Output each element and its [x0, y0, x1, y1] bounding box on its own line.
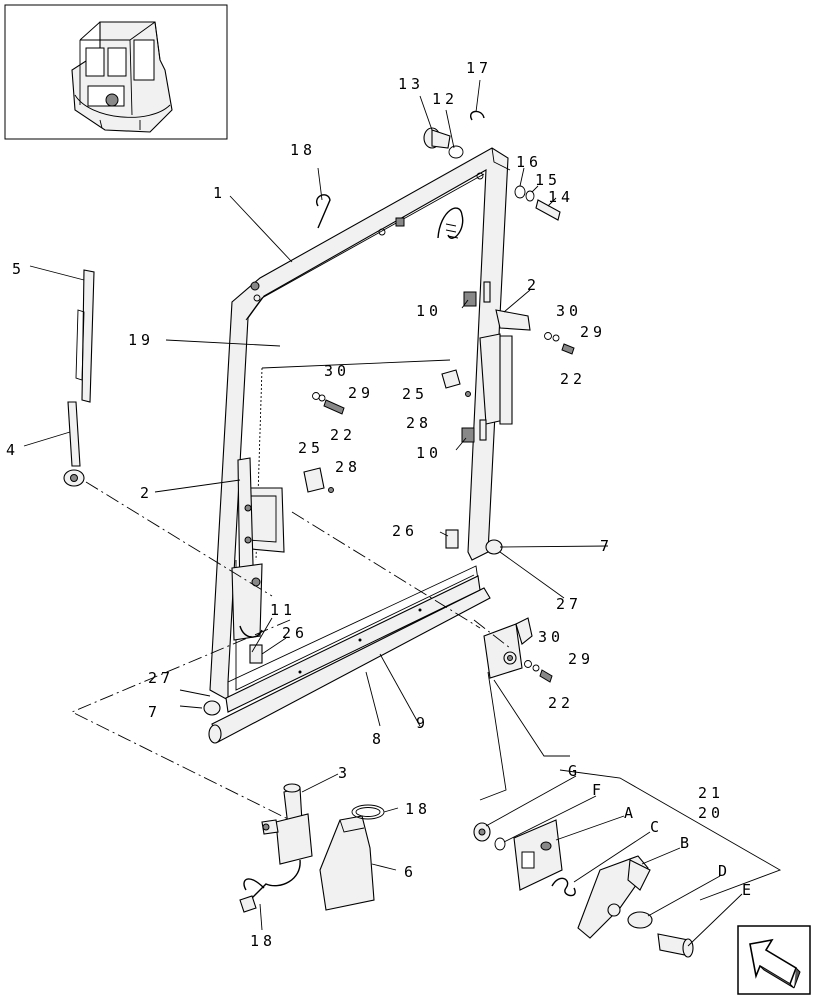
latch-plate [483, 617, 533, 679]
label-9: 9 [416, 714, 429, 732]
wiring-loop [437, 207, 464, 239]
label-2-left: 2 [140, 484, 153, 502]
label-E: E [742, 881, 755, 899]
leader-lines [23, 79, 743, 947]
label-12: 12 [432, 90, 458, 108]
roller-7-upper [485, 539, 503, 555]
label-27-b: 27 [148, 669, 174, 687]
label-25-b: 25 [298, 439, 324, 457]
label-10-lower: 10 [416, 444, 442, 462]
clip-10-upper [463, 281, 491, 307]
label-18-top: 18 [290, 141, 316, 159]
label-27-a: 27 [556, 595, 582, 613]
label-C: C [650, 818, 663, 836]
clip-10-lower [461, 419, 487, 443]
label-13: 13 [398, 75, 424, 93]
lock-bracket-left [231, 563, 263, 641]
label-26-a: 26 [392, 522, 418, 540]
block-25-lower [303, 467, 325, 493]
hinge-pin [423, 110, 485, 159]
label-20: 20 [698, 804, 724, 822]
label-8: 8 [372, 730, 385, 748]
label-19: 19 [128, 331, 154, 349]
label-18-clamp: 18 [405, 800, 431, 818]
label-11: 11 [270, 601, 296, 619]
bolt-top-right [514, 185, 561, 221]
label-4: 4 [6, 441, 19, 459]
label-28-b: 28 [335, 458, 361, 476]
label-A: A [624, 804, 637, 822]
label-22-a: 22 [560, 370, 586, 388]
plate-26-upper [445, 529, 459, 549]
clip-18-top [316, 194, 331, 229]
plate-26-lower [249, 644, 263, 664]
motor-actuator [239, 783, 313, 913]
label-29-b: 29 [348, 384, 374, 402]
label-7-lower: 7 [148, 703, 161, 721]
label-6: 6 [404, 863, 417, 881]
screws [312, 332, 575, 683]
label-26-b: 26 [282, 624, 308, 642]
label-28-a: 28 [406, 414, 432, 432]
label-5: 5 [12, 260, 25, 278]
label-G: G [568, 762, 581, 780]
alignment-lines [70, 481, 782, 901]
label-22-c: 22 [548, 694, 574, 712]
label-16: 16 [516, 153, 542, 171]
navigation-arrow-icon[interactable] [737, 925, 811, 995]
label-22-b: 22 [330, 426, 356, 444]
label-15: 15 [535, 171, 561, 189]
label-10-upper: 10 [416, 302, 442, 320]
cab-thumbnail [4, 4, 228, 140]
label-30-c: 30 [538, 628, 564, 646]
wiper-arm [63, 401, 85, 487]
wiper-blade [75, 269, 95, 403]
label-30-a: 30 [556, 302, 582, 320]
label-30-b: 30 [324, 362, 350, 380]
latch-subassembly [473, 819, 694, 958]
label-7-upper: 7 [600, 537, 613, 555]
label-25-a: 25 [402, 385, 428, 403]
hinge-bracket [479, 309, 531, 425]
label-17: 17 [466, 59, 492, 77]
sill-rail [208, 575, 491, 744]
label-29-a: 29 [580, 323, 606, 341]
label-F: F [592, 781, 605, 799]
label-1: 1 [213, 184, 226, 202]
block-25-upper [441, 369, 461, 389]
part-labels: 1 2 2 3 4 5 6 7 7 8 9 10 10 11 12 13 14 … [6, 59, 755, 950]
label-3: 3 [338, 764, 351, 782]
label-21: 21 [698, 784, 724, 802]
label-29-c: 29 [568, 650, 594, 668]
label-18-bottom: 18 [250, 932, 276, 950]
washer-reservoir [319, 804, 385, 911]
label-B: B [680, 834, 693, 852]
label-14: 14 [548, 188, 574, 206]
label-D: D [718, 862, 731, 880]
label-2-right: 2 [527, 276, 540, 294]
roller-7-lower [203, 700, 221, 716]
